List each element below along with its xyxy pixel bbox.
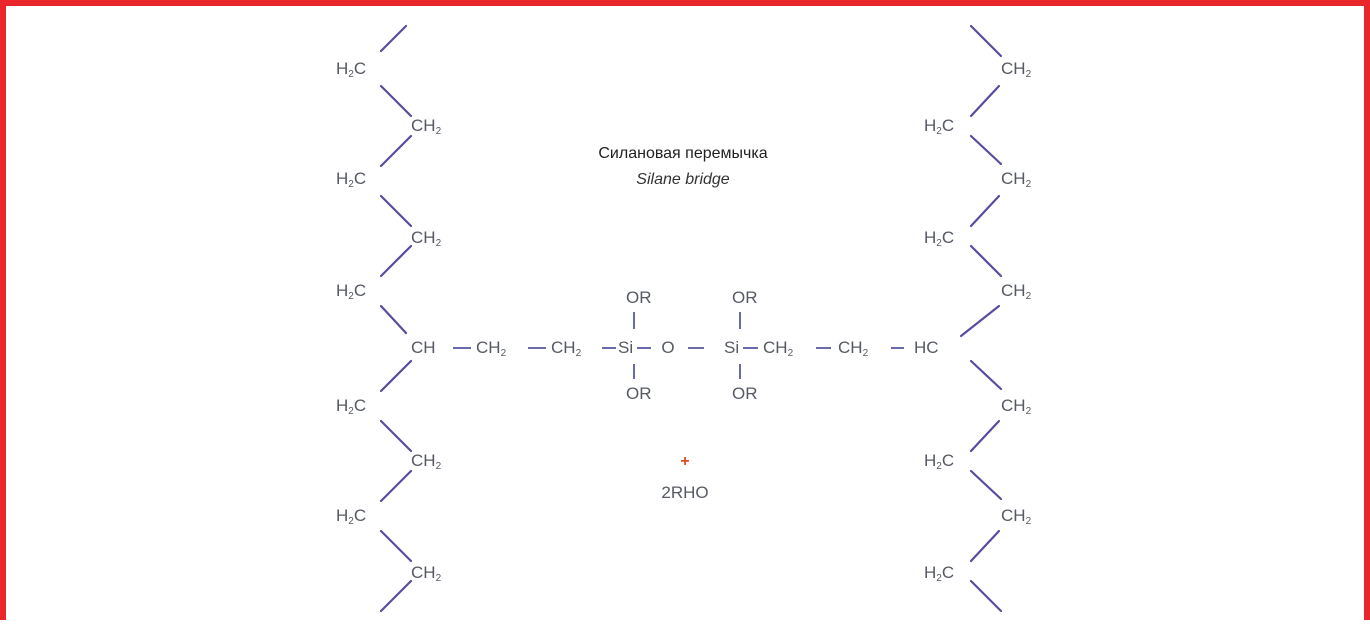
left-chain-bond <box>379 359 413 393</box>
ch2-group: CH2 <box>411 116 442 137</box>
h2c-group: H2C <box>924 451 954 472</box>
silane-bridge-diagram: H2CH2CH2CH2CH2CCH2CH2CH2CH2CH2CH2CH2CH2C… <box>336 24 1032 613</box>
h2c-group: H2C <box>924 563 954 584</box>
or-group: OR <box>732 384 758 403</box>
ch-group: CH <box>411 338 436 357</box>
plus-sign: + <box>680 453 689 470</box>
right-chain-bond <box>969 469 1003 501</box>
right-chain-bond <box>969 579 1003 613</box>
ch2-group: CH2 <box>1001 281 1032 302</box>
h2c-group: H2C <box>924 228 954 249</box>
or-group: OR <box>626 288 652 307</box>
h2c-group: H2C <box>336 506 366 527</box>
h2c-group: H2C <box>336 396 366 417</box>
byproduct-label: 2RHO <box>661 483 708 502</box>
left-chain-bond <box>379 529 413 563</box>
ch2-group: CH2 <box>1001 506 1032 527</box>
h2c-group: H2C <box>336 281 366 302</box>
ch2-group: CH2 <box>411 228 442 249</box>
right-chain-bond <box>969 194 1001 228</box>
ch2-group: CH2 <box>838 338 869 359</box>
ch2-group: CH2 <box>551 338 582 359</box>
left-chain-bond <box>379 579 413 613</box>
si-atom: Si <box>724 338 739 357</box>
right-chain-bond <box>969 529 1001 563</box>
right-chain-bond <box>959 304 1001 338</box>
right-chain-bond <box>969 244 1003 278</box>
right-chain-bond <box>969 24 1003 58</box>
or-group: OR <box>626 384 652 403</box>
left-chain-bond <box>379 24 408 53</box>
si-atom: Si <box>618 338 633 357</box>
ch2-group: CH2 <box>411 451 442 472</box>
ch2-group: CH2 <box>1001 59 1032 80</box>
ch2-group: CH2 <box>411 563 442 584</box>
h2c-group: H2C <box>336 169 366 190</box>
hc-group: HC <box>914 338 939 357</box>
right-chain-bond <box>969 134 1003 166</box>
ch2-group: CH2 <box>1001 169 1032 190</box>
left-chain-bond <box>379 469 413 503</box>
left-chain-bond <box>379 84 413 118</box>
left-chain-bond <box>379 134 413 168</box>
left-chain-bond <box>379 419 413 453</box>
left-chain-bond <box>379 304 408 335</box>
right-chain-bond <box>969 419 1001 453</box>
diagram-subtitle: Silane bridge <box>636 171 730 188</box>
ch2-group: CH2 <box>1001 396 1032 417</box>
ch2-group: CH2 <box>763 338 794 359</box>
h2c-group: H2C <box>336 59 366 80</box>
or-group: OR <box>732 288 758 307</box>
oxygen-atom: O <box>661 338 674 357</box>
left-chain-bond <box>379 244 413 278</box>
h2c-group: H2C <box>924 116 954 137</box>
right-chain-bond <box>969 359 1003 391</box>
diagram-title: Силановая перемычка <box>598 145 767 162</box>
ch2-group: CH2 <box>476 338 507 359</box>
right-chain-bond <box>969 84 1001 118</box>
left-chain-bond <box>379 194 413 228</box>
